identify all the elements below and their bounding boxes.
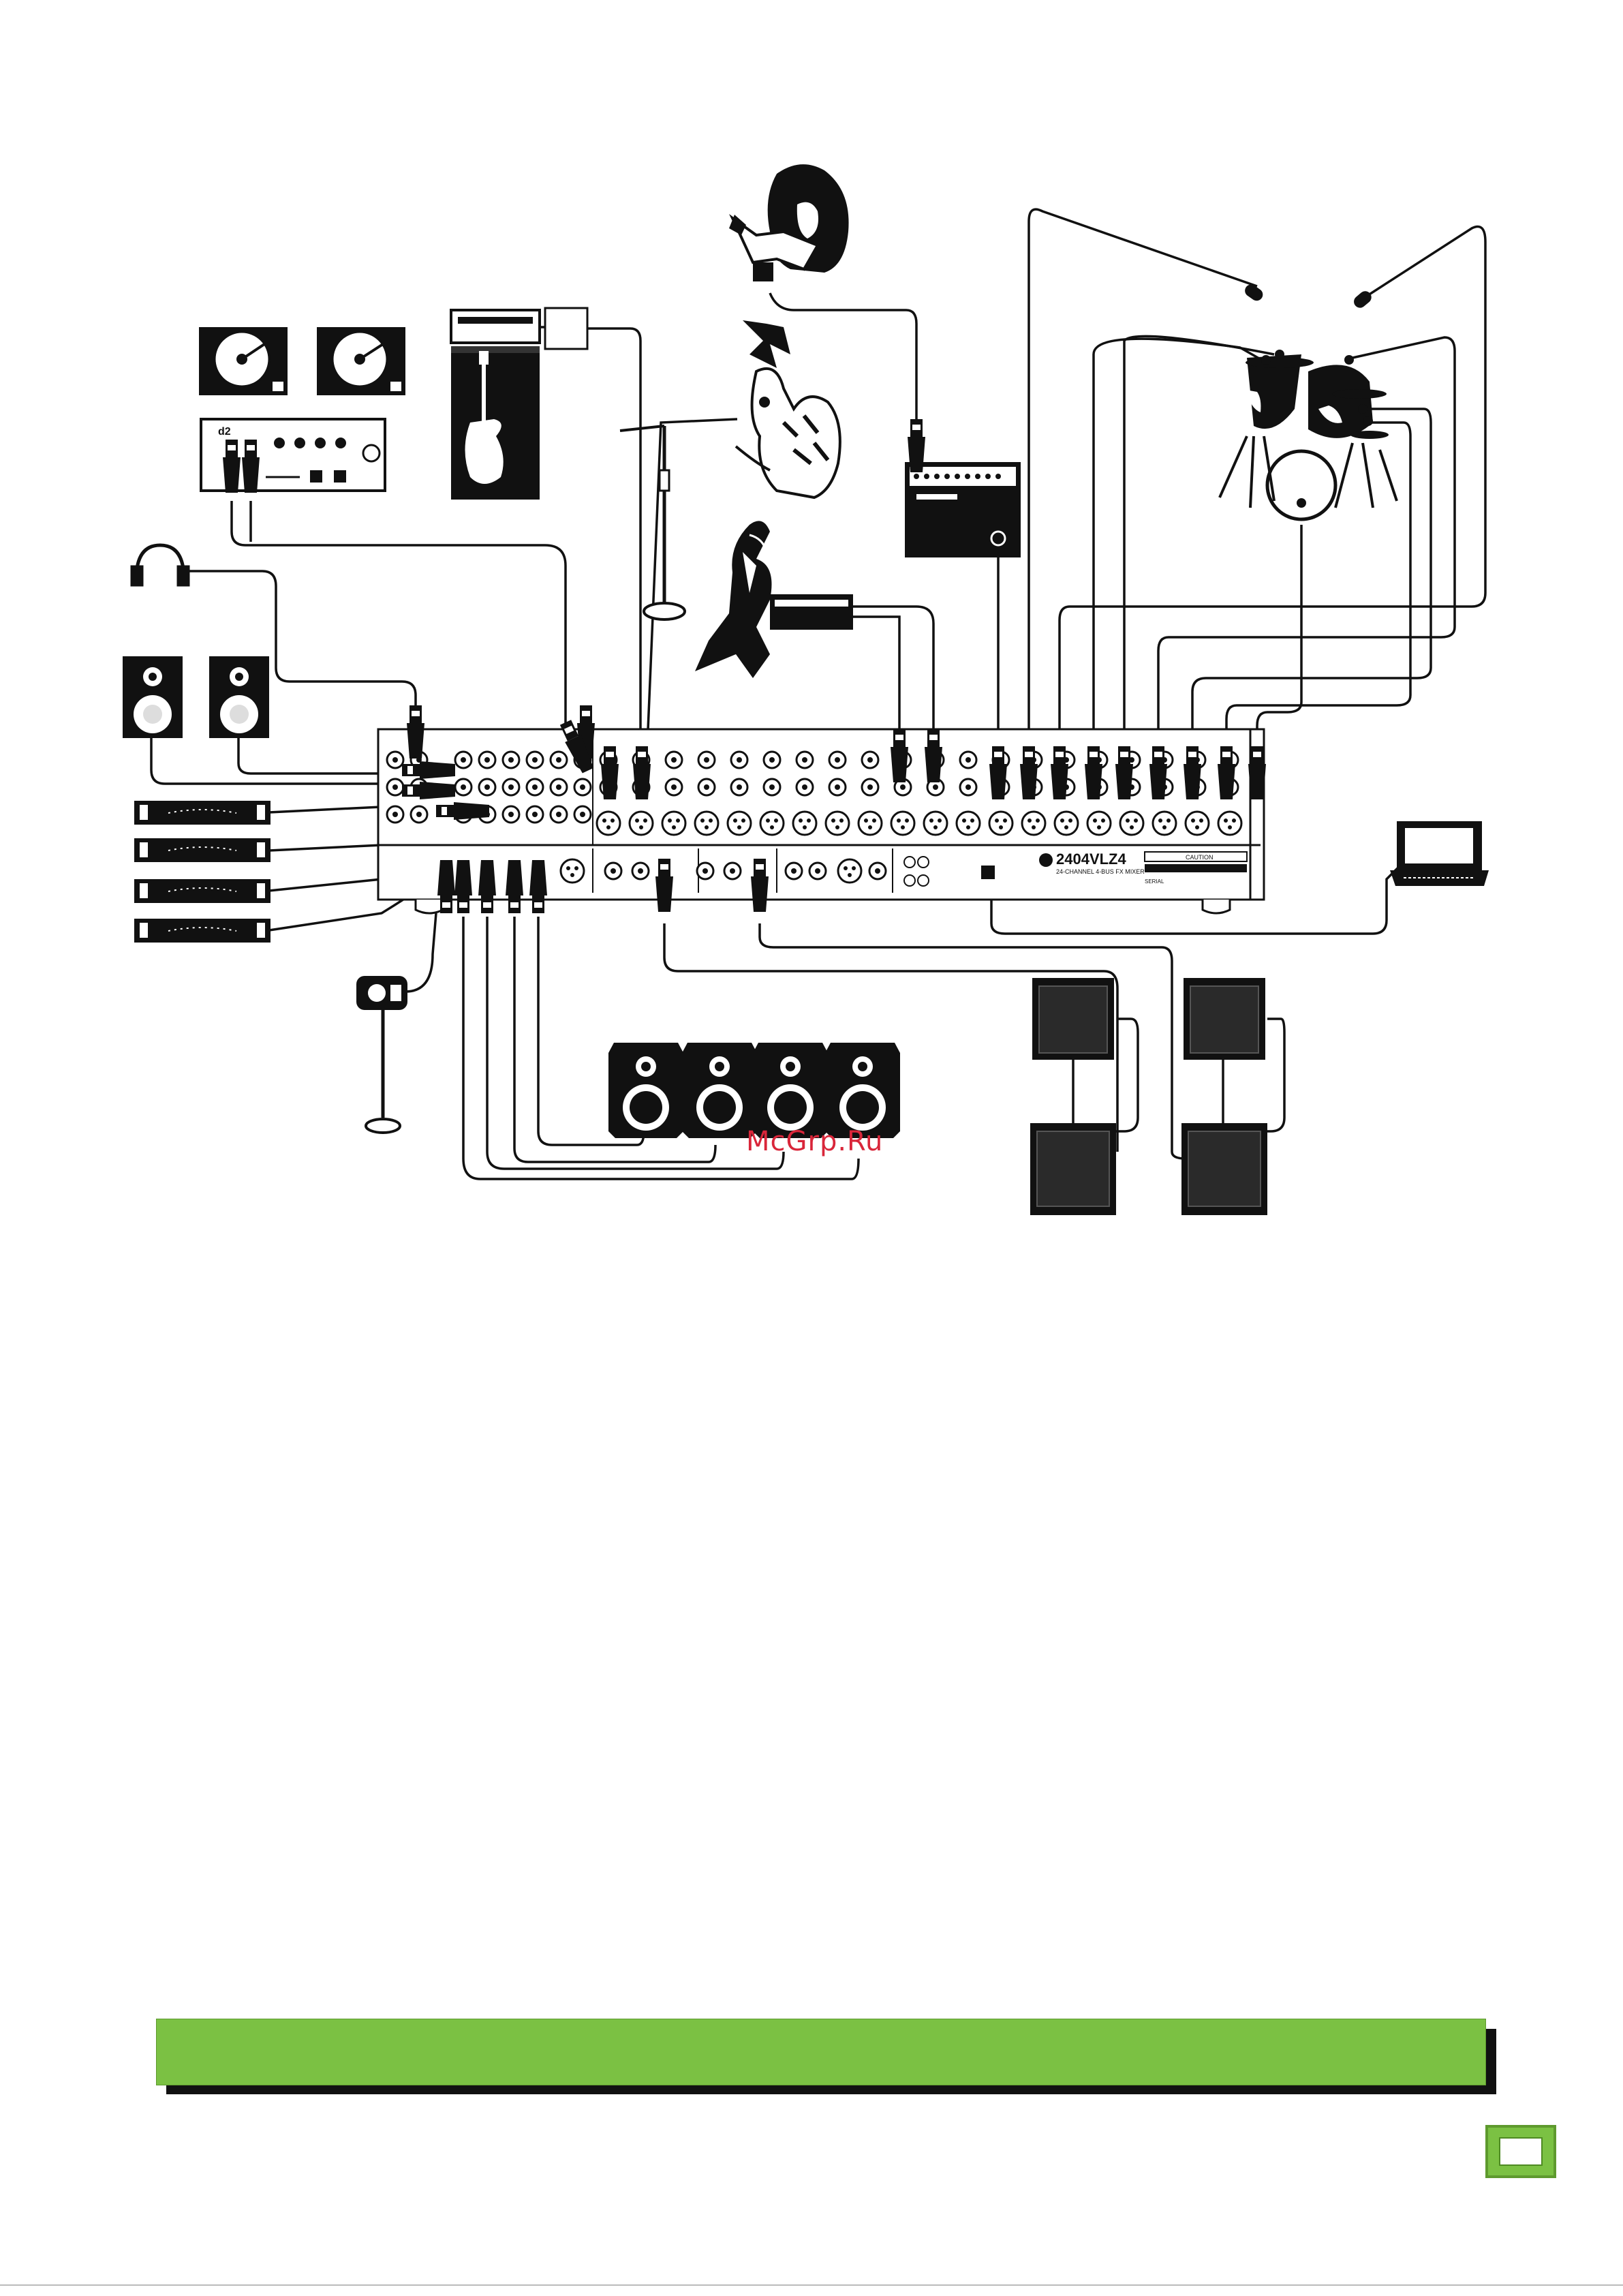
pa-speakers (608, 1043, 900, 1138)
headphones (132, 545, 188, 585)
overhead-mic-left (1243, 282, 1265, 303)
subwoofer-stack-right (1181, 978, 1267, 1215)
mic-stand (620, 426, 685, 619)
vocalist (736, 320, 840, 498)
dj-mixer-label: d2 (218, 426, 231, 438)
effects-box (545, 308, 587, 349)
combo-amp (905, 462, 1021, 557)
mixer-serial-label: SERIAL (1145, 878, 1164, 885)
mixer-caution-label: CAUTION (1186, 854, 1214, 861)
page-number-inner (1499, 2137, 1543, 2166)
overhead-mic-right (1351, 289, 1374, 311)
turntable-left (199, 327, 288, 395)
turntable-right (317, 327, 405, 395)
watermark: McGrp.Ru (746, 1126, 883, 1157)
rack-processors (134, 801, 270, 943)
keyboard (770, 594, 853, 630)
studio-monitor-left (123, 656, 183, 738)
stage-monitor-on-stand (356, 976, 407, 1133)
section-banner (156, 2019, 1486, 2085)
keyboardist (695, 521, 772, 678)
studio-monitor-right (209, 656, 269, 738)
mixer-subtitle-label: 24-CHANNEL 4-BUS FX MIXER (1056, 868, 1145, 875)
dj-mixer: d2 (201, 419, 385, 493)
laptop (1390, 821, 1489, 886)
drum-kit (1220, 354, 1397, 519)
page-number-box (1485, 2125, 1556, 2178)
footer-line (0, 2284, 1623, 2286)
guitarist (729, 164, 849, 281)
mixer-model-label: 2404VLZ4 (1056, 851, 1126, 868)
